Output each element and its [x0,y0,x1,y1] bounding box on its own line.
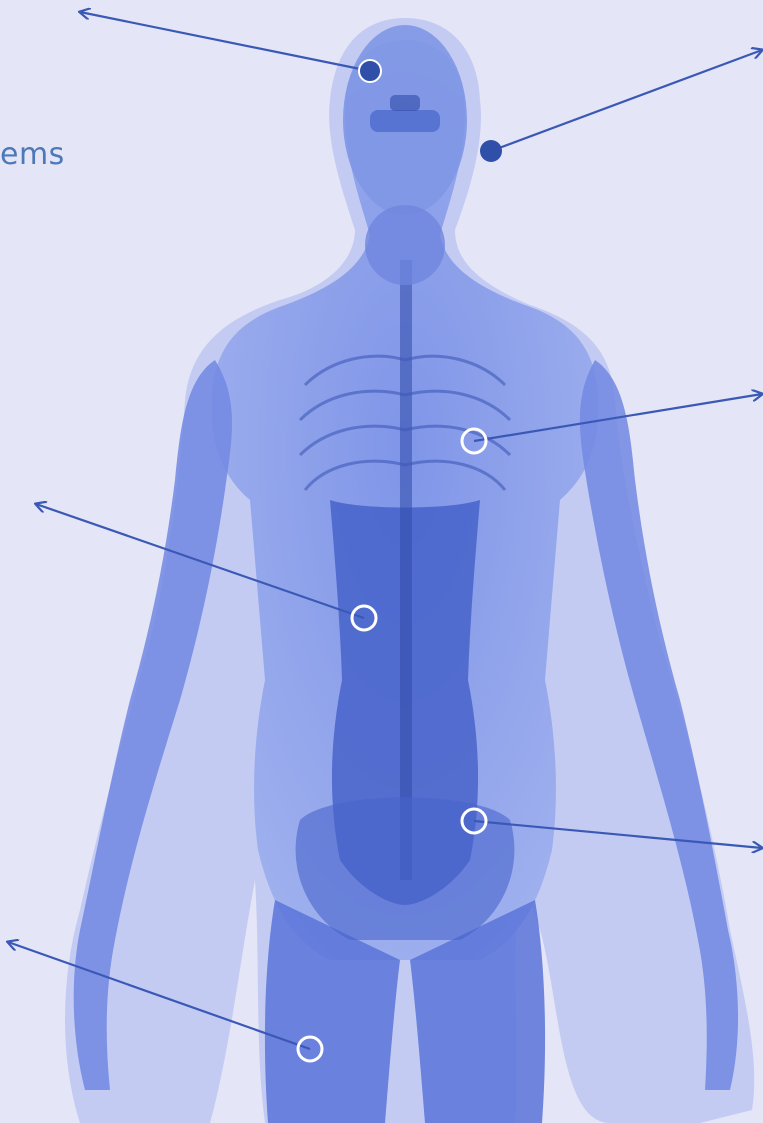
spine [400,260,412,880]
eye-shadow [370,110,440,132]
brow [390,95,420,111]
body-silhouette [65,18,754,1123]
ear-leader [491,50,762,151]
neck [365,205,445,285]
pelvis [296,798,515,941]
head-leader [80,12,370,71]
head-marker [359,60,381,82]
ear-marker [480,140,502,162]
